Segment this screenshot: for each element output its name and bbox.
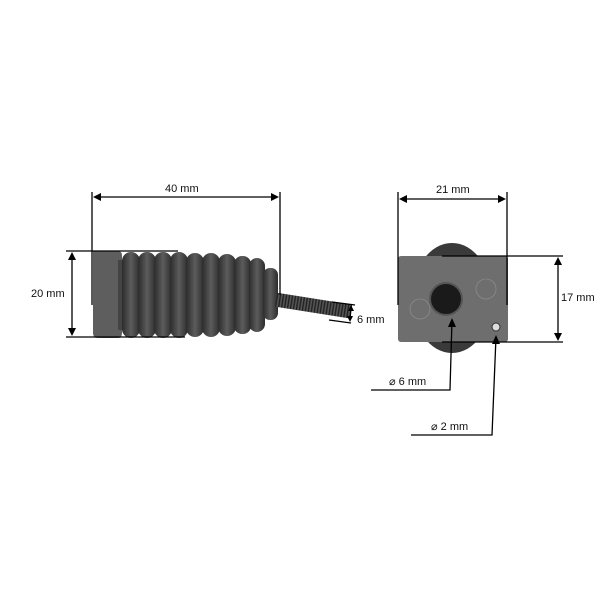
side-dimensions <box>66 192 356 338</box>
thread-dimension-label: 6 mm <box>357 314 385 326</box>
end-width-label: 21 mm <box>436 184 470 196</box>
height-dimension-label: 20 mm <box>31 288 65 300</box>
spring-side-view <box>93 251 353 338</box>
end-arrowheads <box>399 195 562 344</box>
spring-end-view <box>398 243 508 353</box>
end-dimensions <box>371 192 563 436</box>
side-arrowheads <box>68 193 354 336</box>
small-hole-diameter-label: ⌀ 2 mm <box>431 421 469 433</box>
large-hole-diameter-label: ⌀ 6 mm <box>389 376 427 388</box>
length-dimension-label: 40 mm <box>165 183 199 195</box>
end-height-label: 17 mm <box>561 292 595 304</box>
